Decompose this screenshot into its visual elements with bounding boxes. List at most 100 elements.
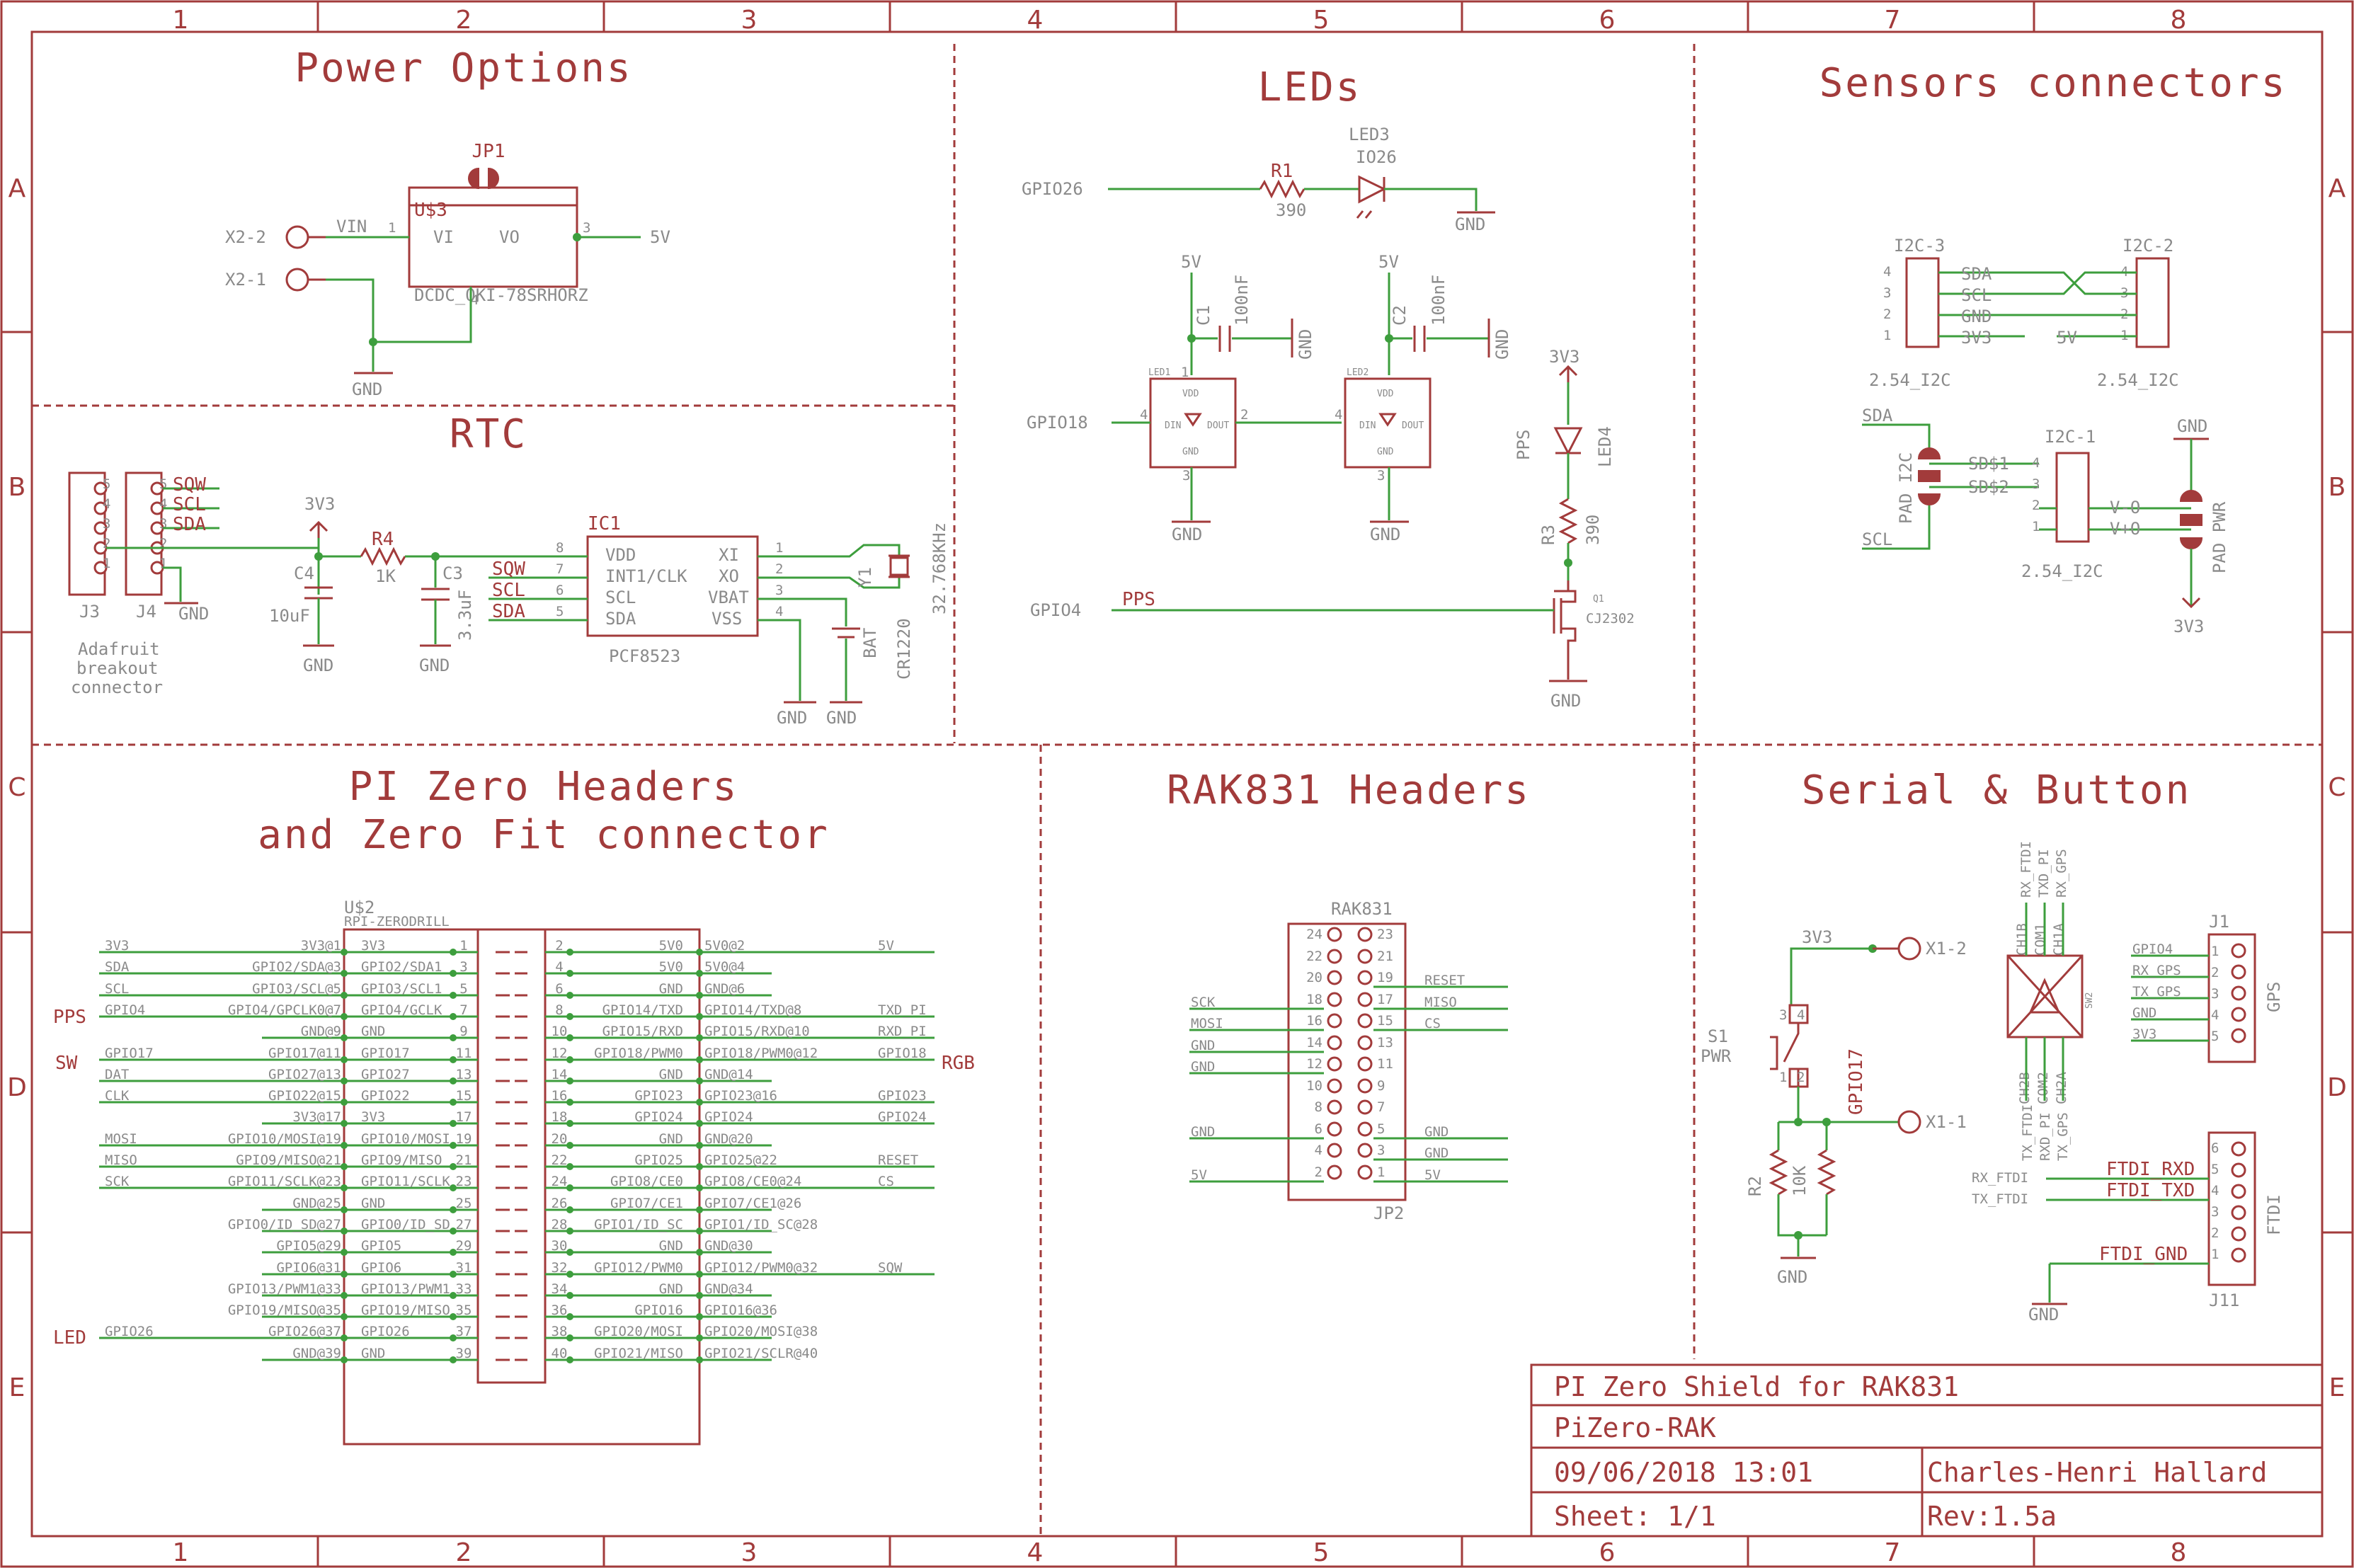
pi-right-pin-number: 30	[552, 1238, 568, 1254]
pi-left-pin-number: 31	[456, 1260, 472, 1276]
pi-right-outer-label: GND@34	[704, 1281, 753, 1297]
svg-text:CH1B: CH1B	[2014, 923, 2030, 956]
rak-right-hole	[1357, 992, 1373, 1007]
svg-text:BAT: BAT	[860, 628, 880, 658]
pi-left-pin-number: 27	[456, 1217, 472, 1232]
col-label-4-bottom: 4	[1027, 1538, 1044, 1567]
rak-left-net: 5V	[1191, 1167, 1207, 1183]
svg-text:GND: GND	[1172, 525, 1202, 544]
col-label-5-bottom: 5	[1313, 1538, 1330, 1567]
svg-text:VDD: VDD	[1182, 389, 1199, 399]
svg-text:breakout: breakout	[76, 658, 159, 678]
pi-left-outer-label: GPIO27@13	[268, 1067, 341, 1082]
row-label-d: D	[7, 1073, 27, 1102]
rak-right-hole	[1357, 1035, 1373, 1051]
pi-right-pin-node	[566, 1099, 573, 1106]
svg-text:PAD I2C: PAD I2C	[1896, 452, 1916, 524]
svg-text:2: 2	[103, 536, 110, 551]
pi-left-pin-node	[450, 1034, 457, 1041]
svg-text:VSS: VSS	[712, 609, 742, 629]
svg-text:GND: GND	[419, 656, 450, 675]
svg-text:2.54_I2C: 2.54_I2C	[2097, 370, 2179, 390]
pi-right-outer-label: GPIO23@16	[704, 1088, 777, 1104]
title-text: PI Zero Shield for RAK831	[1554, 1371, 1959, 1402]
svg-text:2: 2	[1883, 307, 1891, 322]
pi-right-pin-number: 12	[552, 1046, 568, 1061]
pi-left-pin-node	[450, 1206, 457, 1213]
svg-text:FTDI_TXD: FTDI_TXD	[2106, 1180, 2195, 1201]
pi-left-pin-node	[450, 1249, 457, 1256]
svg-text:8: 8	[556, 540, 564, 556]
svg-text:1: 1	[1883, 328, 1891, 343]
sw-tag: SW	[55, 1053, 78, 1074]
heading-rtc: RTC	[450, 411, 527, 457]
pi-right-net: RXD_PI	[878, 1024, 927, 1039]
pi-right-inner-label: GPIO18/PWM0	[594, 1046, 683, 1061]
rak-right-pin-number: 21	[1377, 949, 1393, 964]
rak-right-net: GND	[1424, 1145, 1449, 1161]
pi-right-net: GPIO24	[878, 1109, 927, 1125]
pi-right-pin-number: 24	[552, 1174, 568, 1189]
svg-text:2.54_I2C: 2.54_I2C	[2021, 561, 2103, 581]
rak-left-pin-number: 24	[1306, 927, 1322, 942]
pi-left-pin-node	[450, 1013, 457, 1020]
pi-right-node	[696, 1206, 703, 1213]
svg-text:5: 5	[2211, 1029, 2219, 1044]
svg-text:GND: GND	[303, 656, 333, 675]
svg-text:C2: C2	[1390, 305, 1410, 326]
svg-text:1: 1	[1779, 1070, 1787, 1085]
pi-right-outer-label: GPIO16@36	[704, 1303, 777, 1318]
pi-right-outer-label: GPIO12/PWM0@32	[704, 1260, 818, 1276]
row-label-b: B	[8, 473, 26, 502]
svg-text:DOUT: DOUT	[1207, 420, 1229, 431]
svg-text:GND: GND	[1961, 307, 1992, 326]
svg-text:3V3: 3V3	[2173, 617, 2204, 636]
pi-left-outer-label: GPIO9/MISO@21	[236, 1152, 341, 1168]
svg-text:R4: R4	[372, 529, 394, 550]
pi-right-outer-label: GPIO15/RXD@10	[704, 1024, 810, 1039]
rak-left-hole	[1327, 1013, 1342, 1029]
pi-right-pin-node	[566, 1206, 573, 1213]
rak-right-pin-number: 3	[1377, 1143, 1385, 1158]
heading-leds: LEDs	[1258, 64, 1362, 110]
pi-right-outer-label: GND@30	[704, 1238, 753, 1254]
pi-right-pin-number: 20	[552, 1131, 568, 1147]
col-label-7: 7	[1885, 6, 1901, 35]
svg-text:PAD PWR: PAD PWR	[2210, 501, 2229, 573]
pi-left-pin-number: 15	[456, 1088, 472, 1104]
col-label-2: 2	[456, 6, 472, 35]
svg-text:5: 5	[2211, 1162, 2219, 1177]
svg-text:1: 1	[775, 540, 783, 556]
pi-left-pin-number: 23	[456, 1174, 472, 1189]
pi-left-inner-label: GPIO3/SCL1	[361, 981, 442, 997]
pi-right-pin-node	[566, 1120, 573, 1127]
pi-left-pin-number: 9	[459, 1024, 467, 1039]
svg-text:COM1: COM1	[2033, 923, 2048, 956]
pi-right-outer-label: GPIO25@22	[704, 1152, 777, 1168]
pi-left-inner-label: GND	[361, 1346, 385, 1361]
pi-right-node	[696, 1227, 703, 1235]
pi-left-pin-number: 39	[456, 1346, 472, 1361]
svg-text:J4: J4	[136, 602, 156, 622]
vin-label: VIN	[336, 217, 367, 236]
pi-left-node	[341, 949, 348, 956]
svg-text:RX_FTDI: RX_FTDI	[2018, 841, 2034, 898]
svg-text:4: 4	[471, 292, 479, 308]
svg-text:VDD: VDD	[1377, 389, 1394, 399]
col-label-2-bottom: 2	[456, 1538, 472, 1567]
svg-text:R2: R2	[1745, 1176, 1765, 1196]
gpio26-net: GPIO26	[1022, 179, 1083, 199]
rak-right-pin-number: 23	[1377, 927, 1393, 942]
rak-right-net: GND	[1424, 1124, 1449, 1140]
svg-text:3: 3	[2211, 1204, 2219, 1220]
pi-right-outer-label: GPIO20/MOSI@38	[704, 1324, 818, 1339]
svg-text:6: 6	[2211, 1140, 2219, 1156]
pi-left-inner-label: GPIO26	[361, 1324, 410, 1339]
pi-left-net: SCL	[105, 981, 129, 997]
rak-left-pin-number: 18	[1306, 992, 1322, 1007]
svg-text:4: 4	[1335, 407, 1342, 423]
rak-left-hole	[1327, 1143, 1342, 1158]
x2-1-label: X2-1	[225, 270, 266, 290]
